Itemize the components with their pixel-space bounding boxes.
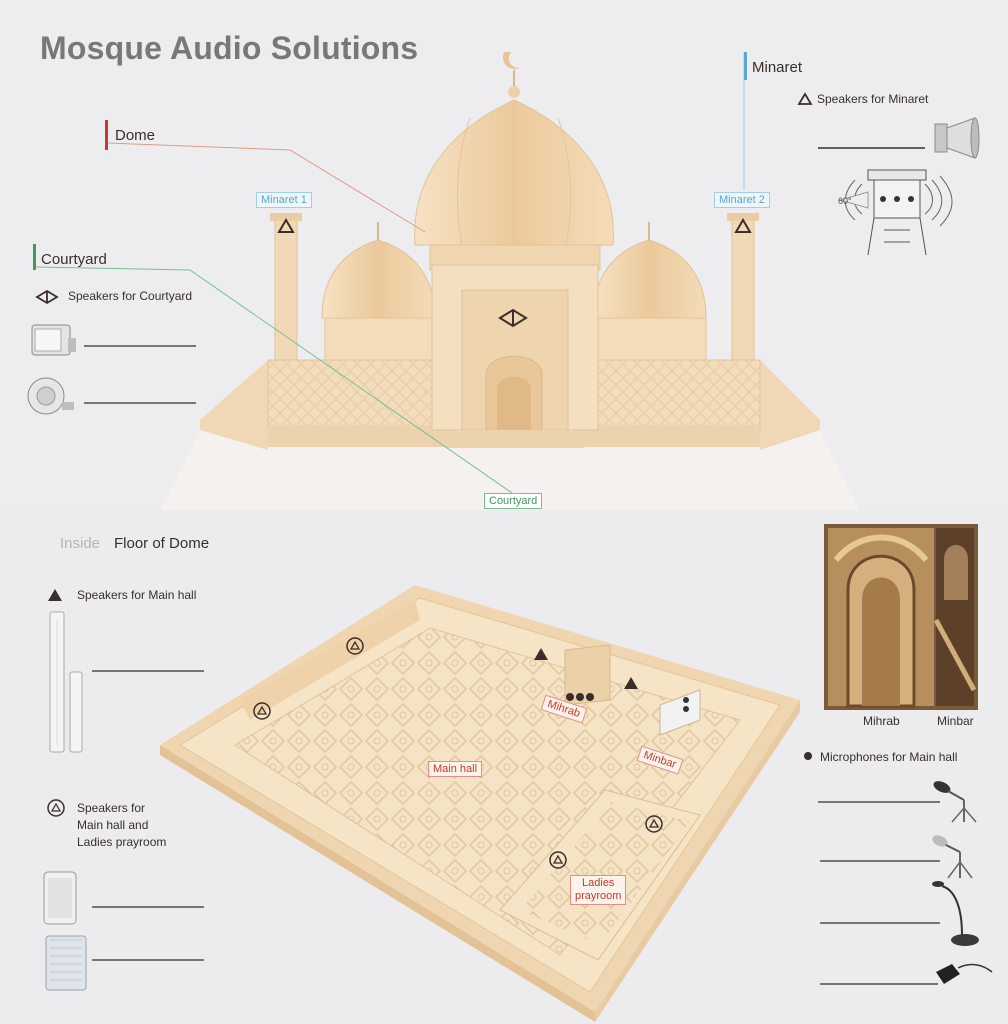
floor-plan <box>160 585 800 1022</box>
shared-speakers-line2: Main hall and <box>77 818 149 832</box>
minaret-angle-label: 60° <box>838 196 852 206</box>
microphone-legend-dot-icon <box>804 752 812 760</box>
courtyard-tag: Courtyard <box>484 493 543 509</box>
minaret1-speaker-marker <box>277 218 295 233</box>
page-title: Mosque Audio Solutions <box>40 30 419 66</box>
courtyard-ground <box>160 430 860 510</box>
shared-speakers-line1: Speakers for <box>77 801 146 815</box>
mihrab-photo <box>824 524 978 710</box>
microphone-stand-icon-2 <box>932 835 973 879</box>
inside-prefix: Inside <box>60 535 101 552</box>
courtyard-round-speaker-icon <box>27 377 74 415</box>
main-hall-legend-triangle-icon <box>48 589 62 601</box>
horn-speaker-icon <box>934 117 980 159</box>
dome-leader-line <box>107 142 426 233</box>
dome-accent-bar <box>105 120 108 150</box>
courtyard-speaker-marker <box>498 308 528 328</box>
lavalier-microphone-icon <box>936 963 993 984</box>
minaret-legend-triangle-icon <box>797 92 813 105</box>
minaret1-tag: Minaret 1 <box>256 192 312 208</box>
courtyard-box-speaker-icon <box>31 324 76 356</box>
courtyard-label: Courtyard <box>41 251 107 268</box>
microphone-stand-icon-1 <box>933 781 977 823</box>
ladies-prayroom-tag: Ladies prayroom <box>570 875 627 905</box>
wall-speaker-icon-1 <box>43 871 77 925</box>
small-dome-right <box>592 222 707 361</box>
wall-speaker-icon-2 <box>45 935 87 991</box>
minaret-accent-bar <box>744 52 747 80</box>
column-speaker-icon <box>49 611 83 753</box>
gooseneck-microphone-icon <box>932 881 979 946</box>
central-building <box>414 52 614 448</box>
minaret2-tag: Minaret 2 <box>714 192 770 208</box>
courtyard-leader-line <box>34 266 516 496</box>
minaret-pillar-left <box>270 213 302 361</box>
photo-caption-mihrab: Mihrab <box>863 714 900 728</box>
shared-legend-circle-icon <box>47 799 65 817</box>
ladies-line1: Ladies <box>582 877 615 889</box>
floor-of-dome-label: Floor of Dome <box>114 535 210 552</box>
minaret-speakers-label: Speakers for Minaret <box>817 92 929 106</box>
dome-label: Dome <box>115 127 156 144</box>
photo-caption-minbar: Minbar <box>937 714 974 728</box>
main-hall-tag: Main hall <box>428 761 483 777</box>
courtyard-legend-eye-icon <box>35 289 59 305</box>
minaret-pillar-right <box>727 213 759 361</box>
courtyard-speakers-label: Speakers for Courtyard <box>68 289 193 303</box>
main-hall-speakers-label: Speakers for Main hall <box>77 588 197 602</box>
floor-speaker-markers <box>253 637 663 869</box>
minaret-top-diagram-icon <box>838 169 953 256</box>
minaret-label: Minaret <box>752 59 803 76</box>
microphones-label: Microphones for Main hall <box>820 750 958 764</box>
ladies-line2: prayroom <box>575 890 622 902</box>
shared-speakers-line3: Ladies prayroom <box>77 835 167 849</box>
courtyard-accent-bar <box>33 244 36 270</box>
minaret2-speaker-marker <box>734 218 752 233</box>
